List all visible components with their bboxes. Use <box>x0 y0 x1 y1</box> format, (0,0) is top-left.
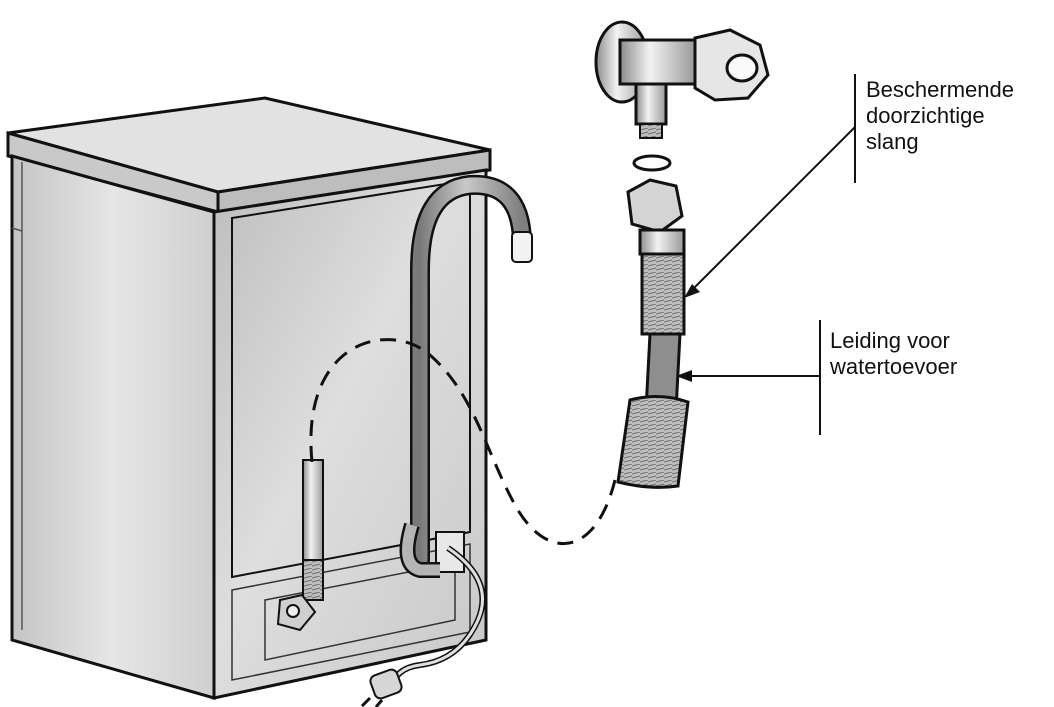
leader-water-supply <box>676 320 821 435</box>
leader-protective-hose <box>684 74 856 298</box>
water-tap-icon <box>594 20 770 172</box>
label-water-supply: Leiding voor watertoevoer <box>830 328 957 380</box>
label-protective-hose-line2: doorzichtige <box>866 103 985 128</box>
drain-hose-icon <box>399 174 533 578</box>
inlet-hose-icon <box>616 178 690 489</box>
label-protective-hose-line3: slang <box>866 129 919 154</box>
label-protective-hose-line1: Beschermende <box>866 77 1014 102</box>
label-protective-hose: Beschermende doorzichtige slang <box>866 77 1014 155</box>
label-water-supply-line1: Leiding voor <box>830 328 950 353</box>
hose-routing-path <box>309 338 617 545</box>
label-water-supply-line2: watertoevoer <box>830 354 958 379</box>
power-plug-icon <box>360 545 486 707</box>
